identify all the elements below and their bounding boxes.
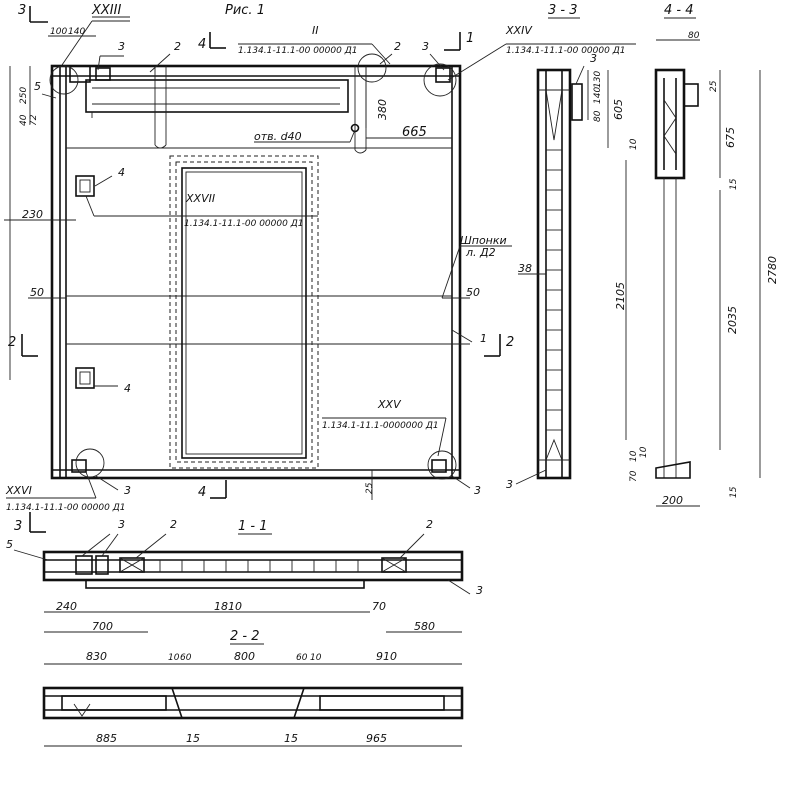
ref-xxiv-code: 1.134.1-11.1-00 00000 Д1	[506, 46, 625, 56]
dim-10-33b: 10	[629, 450, 639, 462]
dim-50-right: 50	[466, 286, 480, 299]
callout-5: 5	[34, 80, 41, 93]
dim-140: 140	[68, 27, 85, 37]
keys-ref: л. Д2	[465, 246, 496, 259]
section-1-1-title: 1 - 1	[238, 519, 268, 534]
cut-mark-4-bottom: 4	[198, 485, 206, 500]
dim-700: 700	[92, 620, 113, 633]
main-plan-refs: XXVII 1.134.1-11.1-00 00000 Д1 XXV 1.134…	[5, 24, 636, 513]
cut-mark-2-left: 2	[8, 335, 16, 350]
main-plan-dims: 100 140 250 40 72 230 50 50 380 665 25	[4, 27, 480, 500]
callout-3-11a: 3	[118, 518, 125, 531]
callout-5-11: 5	[6, 538, 13, 551]
ref-ii-code: 1.134.1-11.1-00 00000 Д1	[238, 46, 357, 56]
callout-4-b: 4	[124, 382, 131, 395]
dim-830: 830	[86, 650, 107, 663]
hole-note: отв. d40	[254, 130, 302, 143]
dim-80-44: 80	[688, 31, 700, 41]
dim-380: 380	[376, 99, 389, 120]
dim-2780: 2780	[766, 256, 779, 284]
section-3-3-title: 3 - 3	[548, 3, 578, 18]
callout-3-c: 3	[124, 484, 131, 497]
dim-965: 965	[366, 732, 387, 745]
dim-130-33: 130	[593, 71, 603, 88]
callout-3-a: 3	[118, 40, 125, 53]
dim-665: 665	[402, 125, 427, 140]
dim-250: 250	[19, 87, 29, 104]
dim-15-44b: 15	[729, 486, 739, 498]
callout-4-a: 4	[118, 166, 125, 179]
cut-mark-2-right: 2	[506, 335, 514, 350]
keys-note: Шпонки	[460, 234, 507, 247]
dim-580: 580	[414, 620, 435, 633]
dim-40: 40	[19, 114, 29, 126]
dim-15-44a: 15	[729, 178, 739, 190]
dim-200: 200	[662, 494, 683, 507]
ref-xxvi: XXVI	[5, 484, 32, 497]
dim-38: 38	[518, 262, 532, 275]
callout-3-d: 3	[474, 484, 481, 497]
callout-2-11b: 2	[426, 518, 433, 531]
ref-xxiv: XXIV	[505, 24, 533, 37]
section-4-4-title: 4 - 4	[664, 3, 694, 18]
dim-10-22a: 10	[168, 653, 180, 663]
dim-2035: 2035	[726, 306, 739, 334]
cut-mark-4-top: 4	[198, 37, 206, 52]
dim-60-22b: 60	[296, 653, 308, 663]
ref-xxvii: XXVII	[185, 192, 215, 205]
figure-title: Рис. 1	[225, 3, 265, 18]
callout-1: 1	[480, 332, 487, 345]
dim-240: 240	[56, 600, 77, 613]
ref-xxv-code: 1.134.1-11.1-0000000 Д1	[322, 421, 439, 431]
cut-mark-3-top: 3	[18, 3, 26, 18]
dim-15-22b: 15	[284, 732, 298, 745]
dim-10-44: 10	[639, 446, 649, 458]
dim-800: 800	[234, 650, 255, 663]
dim-15-22a: 15	[186, 732, 200, 745]
dim-80-33: 80	[593, 110, 603, 122]
ref-xxvi-code: 1.134.1-11.1-00 00000 Д1	[6, 503, 125, 513]
dim-100: 100	[50, 27, 67, 37]
ref-xxiii: XXIII	[91, 3, 121, 18]
callout-3-33a: 3	[590, 52, 597, 65]
callout-2-11a: 2	[170, 518, 177, 531]
figure-header: Рис. 1 3 XXIII II 1.134.1-11.1-00 00000 …	[18, 3, 391, 66]
dim-10-22b: 10	[310, 653, 322, 663]
dim-50-left: 50	[30, 286, 44, 299]
dim-1810: 1810	[214, 600, 242, 613]
ref-xxv: XXV	[377, 398, 402, 411]
ref-ii: II	[312, 24, 319, 37]
section-2-2-title: 2 - 2	[230, 629, 260, 644]
cut-mark-3-bottom: 3	[14, 519, 22, 534]
callout-3-11b: 3	[476, 584, 483, 597]
main-plan-callouts: 3 2 2 3 5 4 4 1 3 3	[34, 40, 487, 497]
section-1-1: 1 - 1 5 3 2 2 3 240 1810 70 700 580	[6, 518, 483, 633]
dim-675: 675	[724, 127, 737, 148]
dim-605: 605	[612, 99, 625, 120]
dim-2105: 2105	[614, 282, 627, 310]
callout-3-33b: 3	[506, 478, 513, 491]
dim-885: 885	[96, 732, 117, 745]
callout-3-b: 3	[422, 40, 429, 53]
cut-mark-1-top: 1	[466, 31, 474, 46]
dim-140-33: 140	[593, 87, 603, 104]
dim-60-22a: 60	[180, 653, 192, 663]
dim-910: 910	[376, 650, 397, 663]
dim-25: 25	[365, 482, 375, 494]
dim-70-11: 70	[372, 600, 386, 613]
section-3-3: 3 - 3 38 3 3 605 80 140 130 10 2105 10 7…	[506, 3, 639, 491]
dim-10-33a: 10	[629, 138, 639, 150]
ref-xxvii-code: 1.134.1-11.1-00 00000 Д1	[184, 219, 303, 229]
dim-70-33: 70	[629, 470, 639, 482]
callout-2-b: 2	[394, 40, 401, 53]
dim-230: 230	[22, 208, 43, 221]
dim-72: 72	[29, 114, 39, 126]
dim-25-44: 25	[709, 80, 719, 92]
section-4-4: 4 - 4 80 25 675 15 2035 2780 10 15 200	[639, 3, 779, 507]
callout-2-a: 2	[174, 40, 181, 53]
main-plan: 2 2 4 4 1 3	[8, 31, 514, 534]
section-2-2: 2 - 2 830 10 60 800 60 10 910 885 15 15 …	[42, 629, 464, 747]
